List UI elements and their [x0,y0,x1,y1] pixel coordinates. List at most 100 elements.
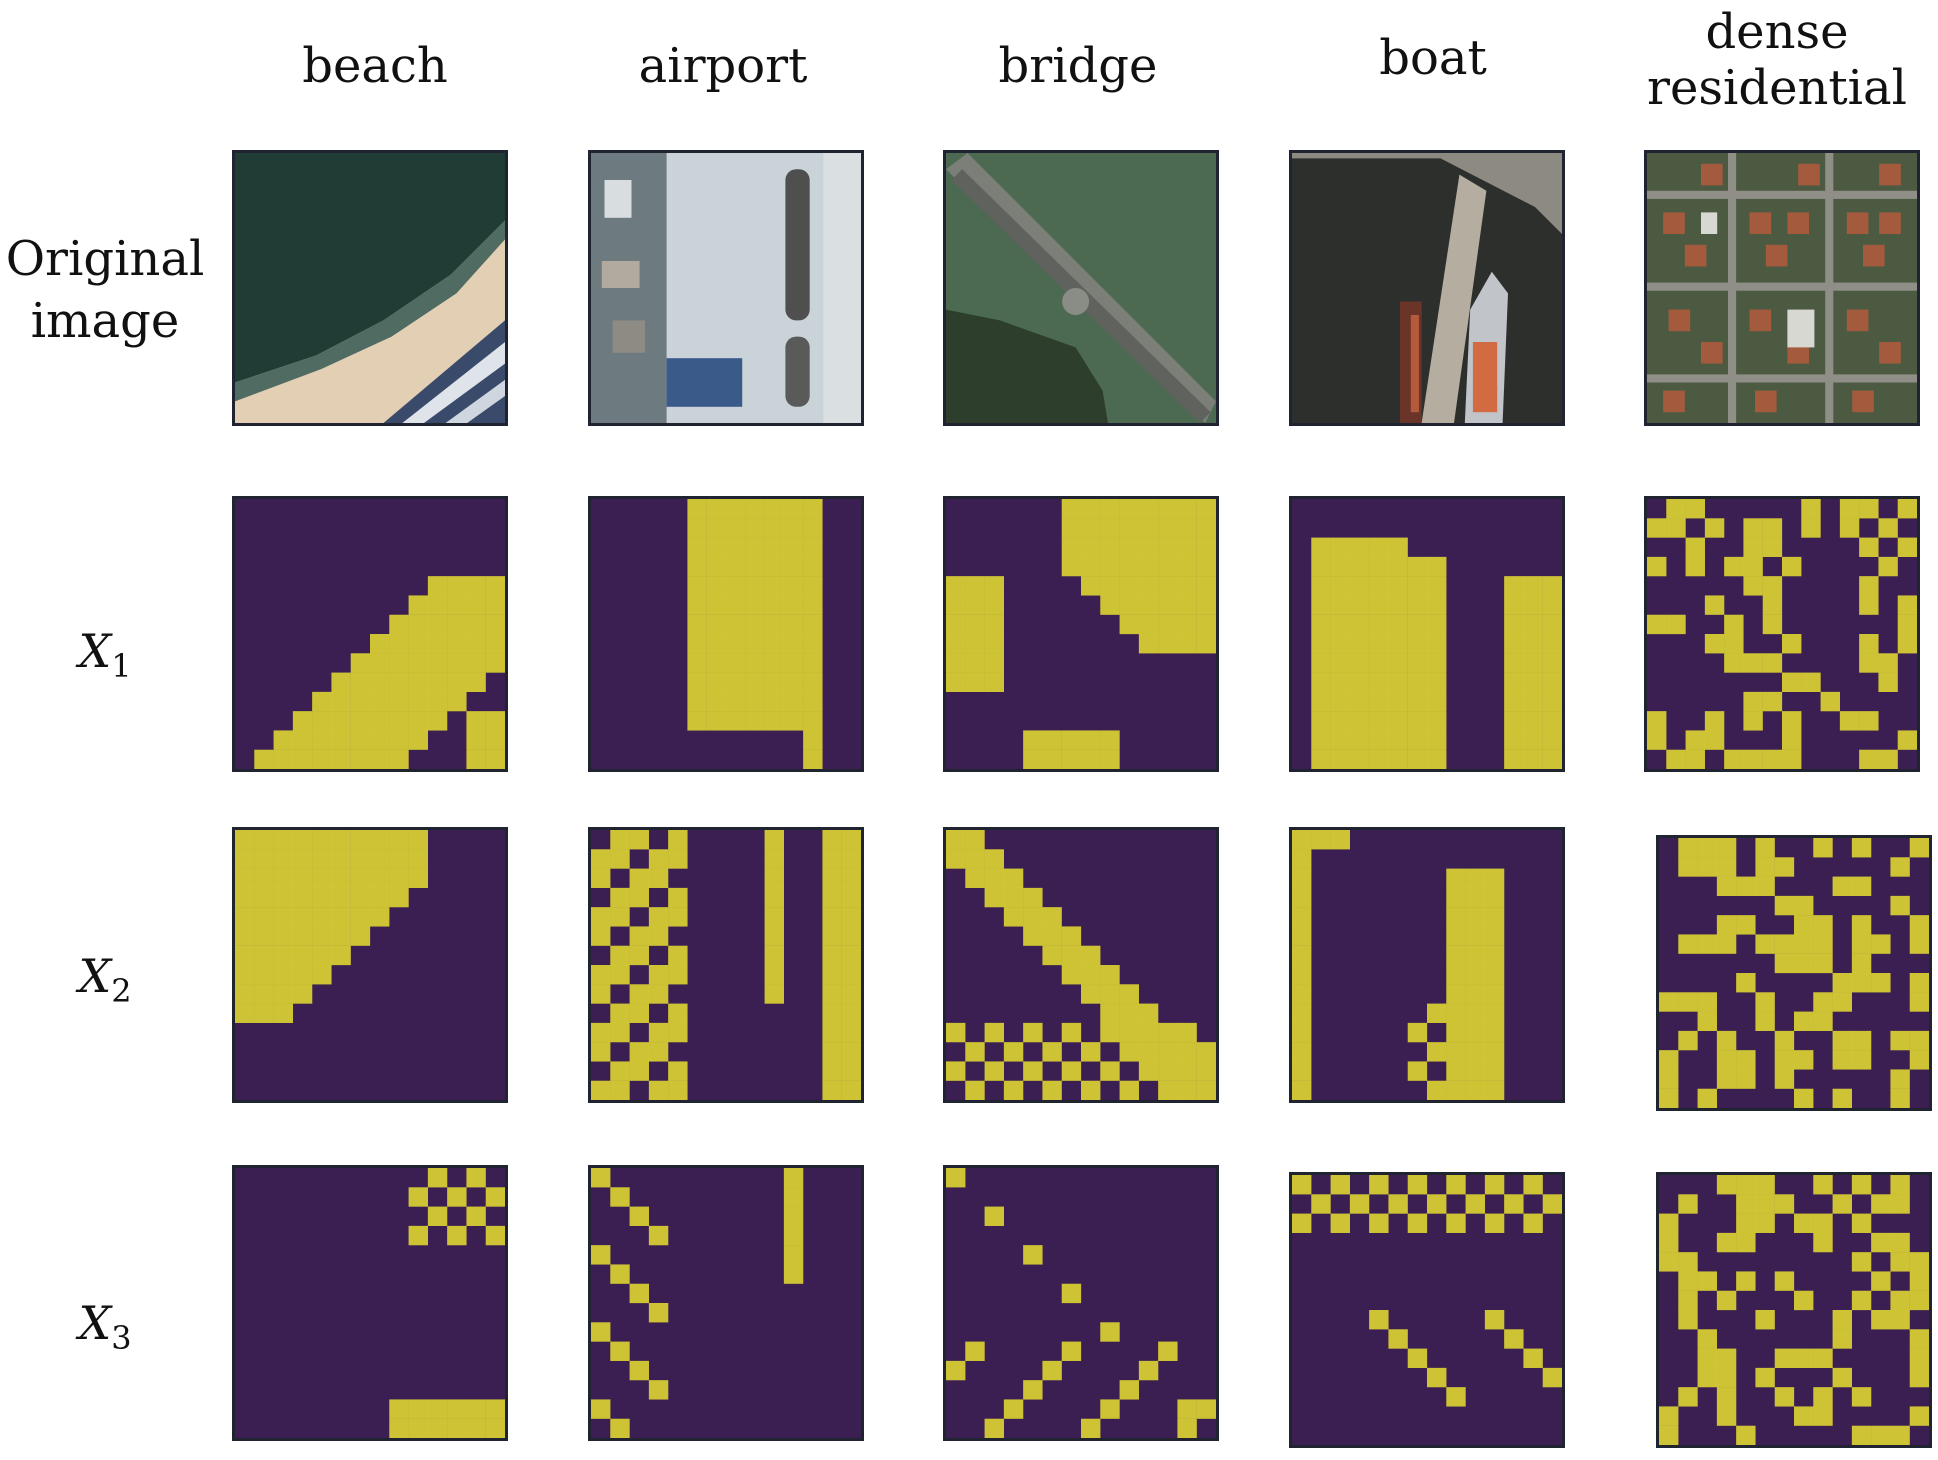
highlight-patch [1158,537,1178,557]
highlight-patch [1427,1194,1447,1214]
highlight-patch [1023,887,1043,908]
highlight-patch [610,849,630,869]
highlight-patch [1832,1367,1852,1388]
highlight-patch [1388,634,1408,654]
highlight-patch [764,634,784,654]
highlight-patch [1407,691,1428,712]
highlight-patch [783,556,804,577]
highlight-patch [965,1080,985,1100]
highlight-patch [783,711,804,731]
highlight-patch [984,595,1004,615]
row-label-x3: X3 [0,1292,210,1369]
highlight-patch [1484,1003,1505,1023]
highlight-patch [984,653,1004,673]
highlight-patch [1292,945,1312,966]
highlight-patch [1851,876,1872,896]
overlay-background [235,1168,505,1438]
highlight-patch [447,614,467,635]
highlight-patch [706,595,727,615]
highlight-patch [1369,749,1389,769]
highlight-patch [1119,576,1139,596]
highlight-patch [1659,1232,1679,1253]
highlight-patch [466,730,486,750]
highlight-patch [1716,934,1737,954]
highlight-patch [1859,576,1879,596]
highlight-patch [1349,576,1370,596]
highlight-patch [1427,595,1447,615]
highlight-patch [1177,576,1197,596]
highlight-patch [273,887,293,908]
highlight-patch [1407,730,1428,750]
highlight-patch [1743,518,1763,538]
highlight-patch [687,576,707,596]
highlight-patch [1851,1175,1872,1195]
highlight-patch [1774,1069,1795,1089]
highlight-patch [1061,499,1082,519]
highlight-patch [408,1399,428,1419]
highlight-patch [803,518,823,538]
highlight-patch [1446,907,1466,927]
highlight-patch [1158,1042,1178,1062]
highlight-patch [610,965,630,985]
highlight-patch [745,537,765,557]
highlight-patch [1196,1061,1216,1081]
highlight-patch [370,653,390,673]
highlight-patch [1081,1042,1101,1062]
highlight-patch [312,907,332,927]
highlight-patch [1465,1022,1485,1043]
original-image-airport [588,150,864,426]
highlight-patch [312,945,332,966]
highlight-patch [1678,1271,1698,1291]
highlight-patch [687,711,707,731]
highlight-patch [235,868,255,888]
highlight-patch [1832,992,1852,1012]
highlight-patch [1755,1310,1775,1330]
highlight-patch [1119,1380,1139,1400]
highlight-patch [1100,965,1120,985]
highlight-patch [1523,749,1543,769]
highlight-patch [1119,518,1139,538]
highlight-patch [1061,965,1082,985]
highlight-patch [1897,614,1917,635]
highlight-patch [1801,672,1821,692]
highlight-patch [1427,711,1447,731]
highlight-patch [1736,1425,1756,1445]
highlight-patch [1851,1030,1872,1051]
highlight-patch [1196,1399,1216,1419]
highlight-patch [292,984,313,1004]
highlight-patch [1859,634,1879,654]
highlight-patch [254,984,274,1004]
highlight-patch [273,945,293,966]
highlight-patch [1003,1042,1024,1062]
highlight-patch [1330,830,1350,850]
highlight-patch [1484,1213,1505,1233]
highlight-patch [1158,614,1178,635]
highlight-patch [1716,1232,1737,1253]
highlight-patch [1743,556,1763,577]
highlight-patch [1427,634,1447,654]
highlight-patch [1465,1061,1485,1081]
highlight-patch [254,965,274,985]
highlight-patch [1890,1194,1910,1214]
highlight-patch [1100,730,1120,750]
highlight-patch [1523,730,1543,750]
highlight-patch [822,984,842,1004]
highlight-patch [389,614,409,635]
highlight-patch [466,749,486,769]
highlight-patch [1292,965,1312,985]
highlight-patch [1138,1042,1159,1062]
highlight-patch [1542,672,1562,692]
highlight-patch [1369,537,1389,557]
highlight-patch [1685,556,1705,577]
highlight-patch [1909,915,1929,935]
highlight-patch [1736,1271,1756,1291]
highlight-patch [1794,1406,1814,1426]
highlight-patch [783,576,804,596]
highlight-patch [427,614,448,635]
highlight-patch [1100,537,1120,557]
highlight-patch [235,945,255,966]
highlight-patch [648,1225,669,1246]
highlight-patch [1704,595,1725,615]
row-var: X [78,1296,112,1350]
highlight-patch [841,1003,861,1023]
